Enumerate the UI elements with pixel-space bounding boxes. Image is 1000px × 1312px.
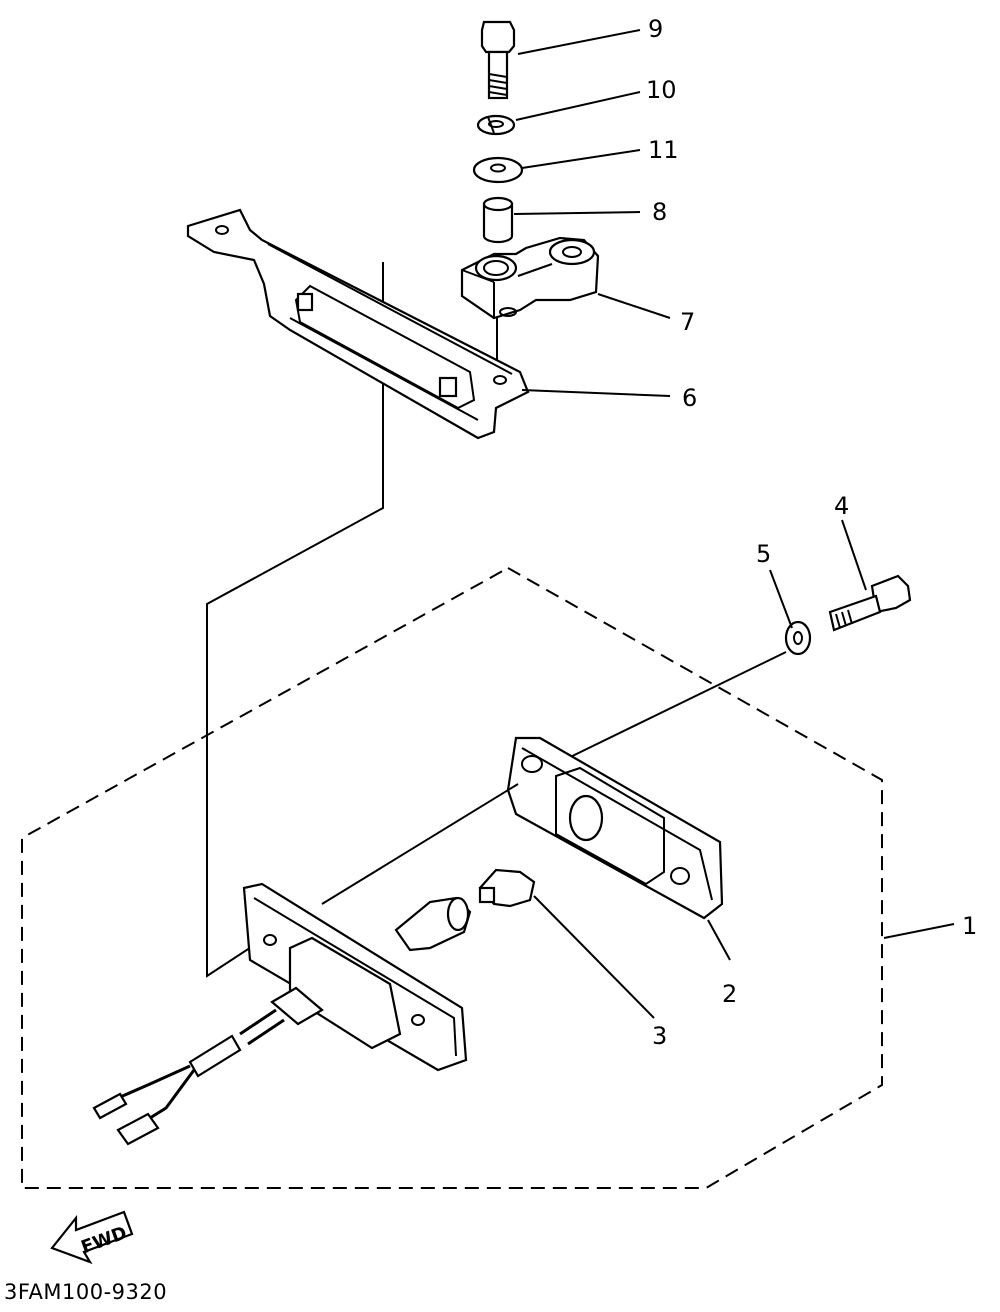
callout-5: 5: [756, 540, 771, 568]
callout-10: 10: [646, 76, 677, 104]
callout-2: 2: [722, 980, 737, 1008]
washer-part-11: [472, 156, 524, 184]
fwd-arrow-icon: FWD: [50, 1210, 134, 1265]
assembly-1-outline: [21, 566, 883, 1189]
callout-9: 9: [648, 15, 663, 43]
callout-4: 4: [834, 492, 849, 520]
screw-axis-line: [559, 651, 787, 763]
callout-1: 1: [962, 912, 977, 940]
lamp-body: [92, 882, 472, 1146]
screw-part-4: [828, 574, 912, 632]
alignment-line: [206, 262, 384, 978]
plate-bracket-part-6: [186, 208, 530, 440]
callout-leaders: [513, 29, 955, 1019]
callout-6: 6: [682, 384, 697, 412]
bracket-part-7: [460, 236, 600, 320]
callout-7: 7: [680, 308, 695, 336]
spring-washer-part-10: [476, 114, 516, 136]
collar-part-8: [482, 196, 514, 244]
washer-part-5: [784, 620, 812, 656]
bulb-part-3: [478, 868, 536, 908]
callout-8: 8: [652, 198, 667, 226]
bolt-part-9: [480, 20, 516, 100]
part-code: 3FAM100-9320: [4, 1280, 168, 1304]
lens-part-2: [506, 736, 724, 920]
callout-11: 11: [648, 136, 679, 164]
callout-3: 3: [652, 1022, 667, 1050]
lamp-lens-line: [321, 783, 519, 905]
